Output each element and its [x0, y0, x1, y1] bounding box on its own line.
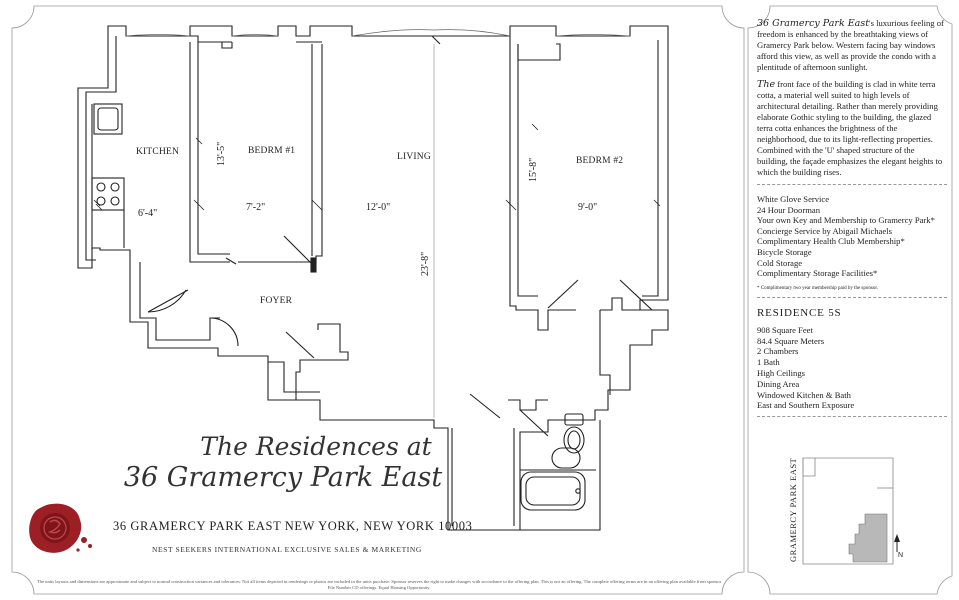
- residence-specs-list: 908 Square Feet 84.4 Square Meters 2 Cha…: [757, 325, 947, 411]
- room-label-foyer: FOYER: [260, 296, 293, 306]
- building-address: 36 GRAMERCY PARK EAST NEW YORK, NEW YORK…: [113, 519, 473, 533]
- list-item: Cold Storage: [757, 257, 803, 268]
- list-item: East and Southern Exposure: [757, 400, 855, 411]
- wax-seal-icon: [29, 503, 92, 553]
- divider: [757, 296, 947, 298]
- divider: [757, 184, 947, 185]
- title-line-2: 36 Gramercy Park East: [123, 462, 443, 493]
- list-item: Dining Area: [757, 378, 800, 389]
- marketing-tagline: NEST SEEKERS INTERNATIONAL EXCLUSIVE SAL…: [152, 545, 422, 554]
- room-label-living: LIVING: [397, 152, 431, 162]
- title-line-1: The Residences at: [200, 432, 432, 461]
- facade-paragraph: The front face of the building is clad i…: [757, 79, 947, 178]
- intro-lead: 36 Gramercy Park East: [757, 18, 870, 29]
- list-item: 24 Hour Doorman: [757, 204, 821, 215]
- dimension-kitchen-width: 6'-4": [138, 208, 158, 219]
- list-item: High Ceilings: [757, 367, 805, 378]
- north-arrow-label: N: [898, 552, 904, 559]
- dimension-living-width: 12'-0": [366, 202, 391, 213]
- dimension-living-length: 23'-8": [420, 251, 431, 276]
- dimension-bedroom-1-height: 13'-5": [216, 141, 227, 166]
- list-item: Windowed Kitchen & Bath: [757, 389, 851, 400]
- divider: [757, 416, 947, 418]
- room-label-bedroom-1: BEDRM #1: [248, 146, 296, 156]
- list-item: Complimentary Health Club Membership*: [757, 236, 905, 247]
- list-item: White Glove Service: [757, 194, 830, 204]
- intro-paragraph: 36 Gramercy Park East's luxurious feelin…: [757, 18, 947, 73]
- amenities-list: White Glove Service 24 Hour Doorman Your…: [757, 194, 947, 279]
- description-sidebar: 36 Gramercy Park East's luxurious feelin…: [757, 18, 947, 426]
- dimension-bedroom-1-width: 7'-2": [246, 202, 266, 213]
- room-label-bedroom-2: BEDRM #2: [576, 156, 624, 166]
- list-item: 908 Square Feet: [757, 324, 813, 335]
- list-item: Bicycle Storage: [757, 246, 812, 257]
- facade-text: front face of the building is clad in wh…: [757, 79, 943, 177]
- key-plan-street-label: GRAMERCY PARK EAST: [788, 457, 798, 562]
- list-item: 84.4 Square Meters: [757, 335, 825, 346]
- list-item: Complimentary Storage Facilities*: [757, 268, 878, 279]
- dimension-bedroom-2-height: 15'-8": [528, 157, 539, 182]
- dimension-bedroom-2-width: 9'-0": [578, 202, 598, 213]
- room-label-kitchen: KITCHEN: [136, 147, 180, 157]
- list-item: 1 Bath: [757, 357, 780, 368]
- key-plan-diagram: [802, 457, 900, 565]
- intro-text: 's luxurious feeling of freedom is enhan…: [757, 18, 944, 72]
- amenities-footnote: * Complimentary two year membership paid…: [757, 285, 878, 291]
- residence-title: RESIDENCE 5S: [757, 306, 842, 319]
- list-item: Your own Key and Membership to Gramercy …: [757, 215, 935, 226]
- facade-lead: The: [757, 79, 776, 90]
- list-item: 2 Chambers: [757, 346, 799, 357]
- list-item: Concierge Service by Abigail Michaels: [757, 225, 892, 236]
- legal-disclaimer: The units layouts and dimensions are app…: [36, 579, 722, 590]
